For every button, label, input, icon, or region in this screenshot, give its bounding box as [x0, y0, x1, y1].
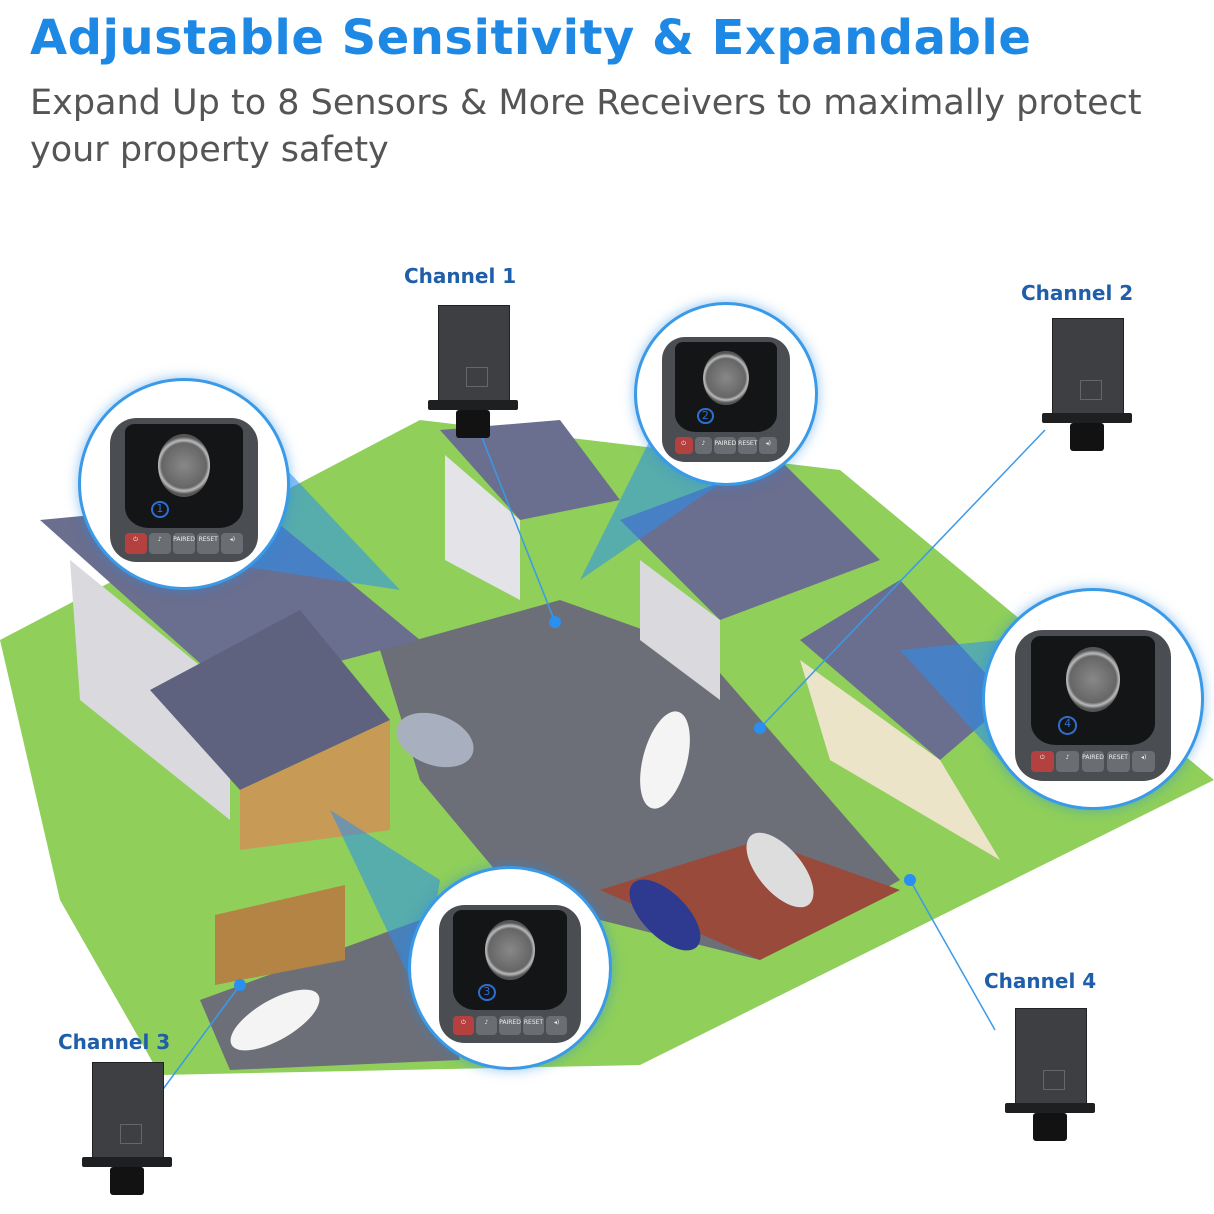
house-roof [150, 610, 390, 790]
channel-2-label: Channel 2 [1021, 281, 1134, 305]
house-wall [800, 660, 1000, 860]
speaker-grille [1065, 646, 1121, 713]
power-icon: ⏻ [452, 1015, 474, 1035]
reset-button: RESET [523, 1015, 544, 1035]
paired-button: PAIRED [1081, 750, 1105, 772]
sensor-marker-3 [234, 979, 246, 991]
channel-4-line [909, 879, 996, 1031]
sensor-marker-1 [549, 616, 561, 628]
power-icon: ⏻ [1030, 750, 1054, 772]
channel-3-line [154, 984, 241, 1101]
music-icon: ♪ [148, 533, 171, 554]
channel-1-line [474, 419, 556, 623]
speaker-grille [703, 350, 749, 405]
house-wall [640, 560, 720, 700]
sensor-marker-2 [754, 722, 766, 734]
volume-icon: ◂) [546, 1015, 567, 1035]
car [629, 879, 701, 951]
speaker-grille [484, 920, 536, 980]
power-icon: ⏻ [124, 533, 147, 554]
sensor-marker-4 [904, 874, 916, 886]
music-icon: ♪ [1056, 750, 1080, 772]
house-wall [445, 455, 520, 600]
fence [215, 885, 345, 985]
receiver-number: 3 [478, 983, 496, 1001]
car [230, 989, 320, 1051]
car [396, 712, 474, 768]
channel-4-label: Channel 4 [984, 969, 1097, 993]
house-wall [240, 720, 390, 850]
sensor-markers [234, 616, 916, 991]
paired-button: PAIRED [499, 1015, 521, 1035]
reset-button: RESET [1106, 750, 1130, 772]
receiver-number: 4 [1058, 716, 1078, 735]
channel-3-label: Channel 3 [58, 1030, 171, 1054]
reset-button: RESET [197, 533, 220, 554]
volume-icon: ◂) [221, 533, 244, 554]
volume-icon: ◂) [1132, 750, 1156, 772]
paired-button: PAIRED [714, 436, 737, 455]
house-roof [800, 580, 1010, 760]
speaker-grille [157, 434, 211, 497]
paired-button: PAIRED [173, 533, 195, 554]
power-icon: ⏻ [674, 436, 693, 455]
channel-1-label: Channel 1 [404, 264, 517, 288]
driveway [600, 840, 900, 960]
car [746, 832, 814, 908]
reset-button: RESET [738, 436, 758, 455]
music-icon: ♪ [694, 436, 713, 455]
receiver-number: 2 [697, 408, 714, 425]
beam-4 [900, 640, 1000, 760]
volume-icon: ◂) [759, 436, 778, 455]
receiver-number: 1 [150, 500, 169, 519]
music-icon: ♪ [476, 1015, 497, 1035]
page-subtitle: Expand Up to 8 Sensors & More Receivers … [30, 83, 1142, 170]
channel-2-line [759, 429, 1046, 729]
car [640, 711, 690, 809]
page-title: Adjustable Sensitivity & Expandable [30, 10, 1032, 66]
